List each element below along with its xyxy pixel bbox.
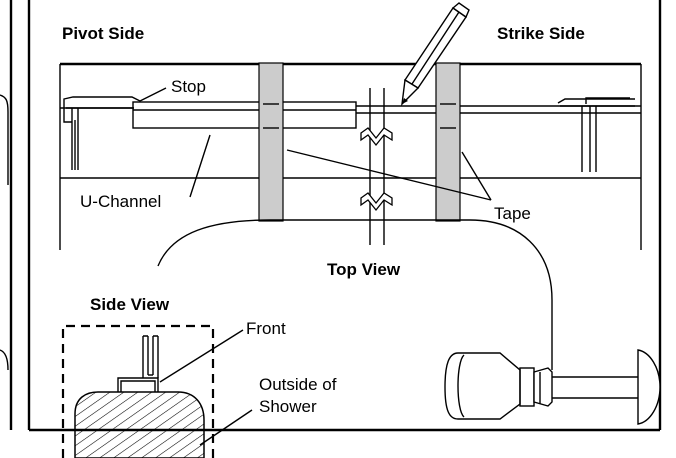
tape-left <box>258 62 284 222</box>
pencil-icon <box>401 2 470 106</box>
top-view-frame <box>59 62 642 250</box>
strike-hardware-profile <box>557 97 635 172</box>
strike-side-label: Strike Side <box>497 24 585 43</box>
front-leader <box>159 329 244 383</box>
outside-label-line1: Outside of <box>259 375 337 394</box>
pivot-side-label: Pivot Side <box>62 24 144 43</box>
top-view-outline <box>157 219 553 370</box>
tape-right <box>435 62 461 222</box>
u-channel-label: U-Channel <box>80 192 161 211</box>
side-view-channel-profile <box>117 335 159 392</box>
outside-label-line2: Shower <box>259 397 317 416</box>
side-view-label: Side View <box>90 295 170 314</box>
stop-label: Stop <box>171 77 206 96</box>
leader-lines <box>139 87 492 201</box>
tape-label: Tape <box>494 204 531 223</box>
break-lines <box>360 88 393 245</box>
side-view-box <box>61 324 215 458</box>
door-handle <box>444 349 661 425</box>
u-channel <box>60 101 641 129</box>
side-view-door-section <box>74 391 205 458</box>
outside-leader <box>199 409 253 446</box>
front-label: Front <box>246 319 286 338</box>
top-view-label: Top View <box>327 260 401 279</box>
left-panel-edge <box>0 0 13 430</box>
